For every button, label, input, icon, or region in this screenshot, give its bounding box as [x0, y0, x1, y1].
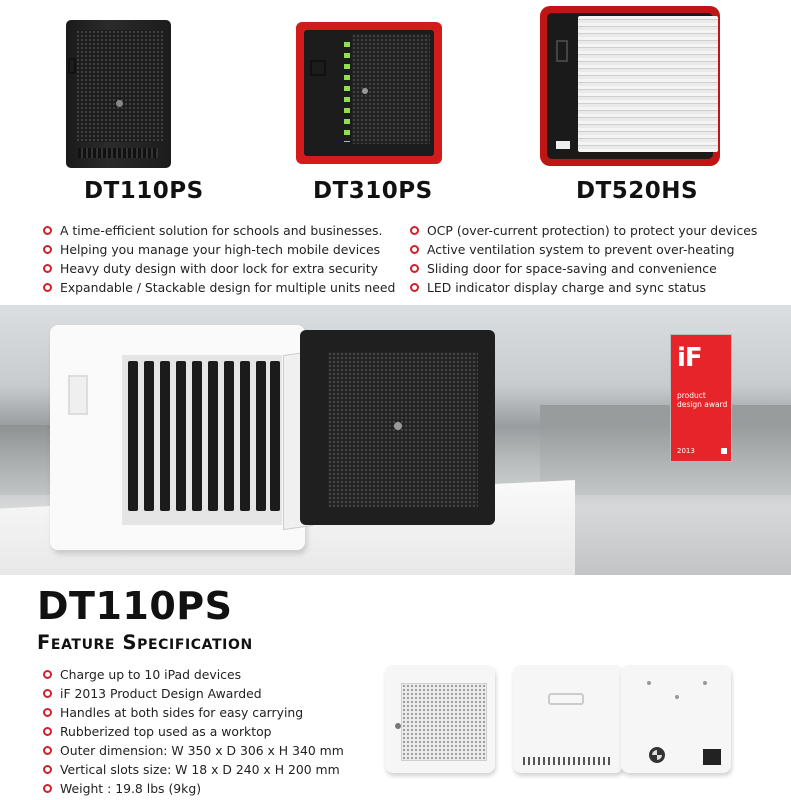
list-item: Rubberized top used as a worktop	[42, 722, 344, 741]
list-item: Outer dimension: W 350 x D 306 x H 340 m…	[42, 741, 344, 760]
spec-title: DT110PS	[37, 584, 233, 628]
dt110ps-cabinet-image	[66, 20, 171, 170]
features-list-left: A time-efficient solution for schools an…	[42, 221, 395, 297]
list-item: Handles at both sides for easy carrying	[42, 703, 344, 722]
list-item: LED indicator display charge and sync st…	[409, 278, 757, 297]
bullet-icon	[43, 765, 52, 774]
bullet-icon	[43, 708, 52, 717]
hero-banner-image: iF product design award 2013	[0, 305, 791, 575]
if-logo: iF	[677, 343, 703, 373]
product-lineup: DT110PS DT310PS DT520HS	[0, 0, 791, 215]
list-item: Vertical slots size: W 18 x D 240 x H 20…	[42, 760, 344, 779]
bullet-icon	[43, 283, 52, 292]
fan-icon	[649, 747, 665, 763]
list-item: Expandable / Stackable design for multip…	[42, 278, 395, 297]
model-name-dt310ps: DT310PS	[313, 178, 433, 204]
list-item: OCP (over-current protection) to protect…	[409, 221, 757, 240]
dt310ps-cabinet-image	[296, 22, 442, 170]
back-view-image	[621, 665, 731, 773]
bullet-icon	[410, 226, 419, 235]
model-name-dt520hs: DT520HS	[576, 178, 699, 204]
list-item: Heavy duty design with door lock for ext…	[42, 259, 395, 278]
bullet-icon	[410, 245, 419, 254]
front-view-image	[385, 665, 495, 773]
bullet-icon	[43, 226, 52, 235]
bullet-icon	[43, 264, 52, 273]
list-item: Charge up to 10 iPad devices	[42, 665, 344, 684]
list-item: Weight : 19.8 lbs (9kg)	[42, 779, 344, 798]
list-item: iF 2013 Product Design Awarded	[42, 684, 344, 703]
bullet-icon	[43, 746, 52, 755]
list-item: Sliding door for space-saving and conven…	[409, 259, 757, 278]
award-text: product design award	[677, 391, 728, 409]
bullet-icon	[43, 689, 52, 698]
features-list-right: OCP (over-current protection) to protect…	[409, 221, 757, 297]
product-views	[385, 665, 785, 785]
bullet-icon	[410, 264, 419, 273]
bullet-icon	[43, 784, 52, 793]
spec-list: Charge up to 10 iPad devices iF 2013 Pro…	[42, 665, 344, 798]
bullet-icon	[410, 283, 419, 292]
dt520hs-cabinet-image	[540, 6, 720, 170]
bullet-icon	[43, 727, 52, 736]
model-name-dt110ps: DT110PS	[84, 178, 204, 204]
list-item: Helping you manage your high-tech mobile…	[42, 240, 395, 259]
award-year: 2013	[677, 447, 695, 455]
side-view-image	[513, 665, 623, 773]
list-item: A time-efficient solution for schools an…	[42, 221, 395, 240]
spec-subtitle: Feature Specification	[37, 631, 253, 654]
list-item: Active ventilation system to prevent ove…	[409, 240, 757, 259]
if-award-badge: iF product design award 2013	[670, 334, 732, 462]
bullet-icon	[43, 670, 52, 679]
bullet-icon	[43, 245, 52, 254]
open-white-cabinet	[50, 325, 305, 550]
black-cabinet	[300, 330, 495, 525]
